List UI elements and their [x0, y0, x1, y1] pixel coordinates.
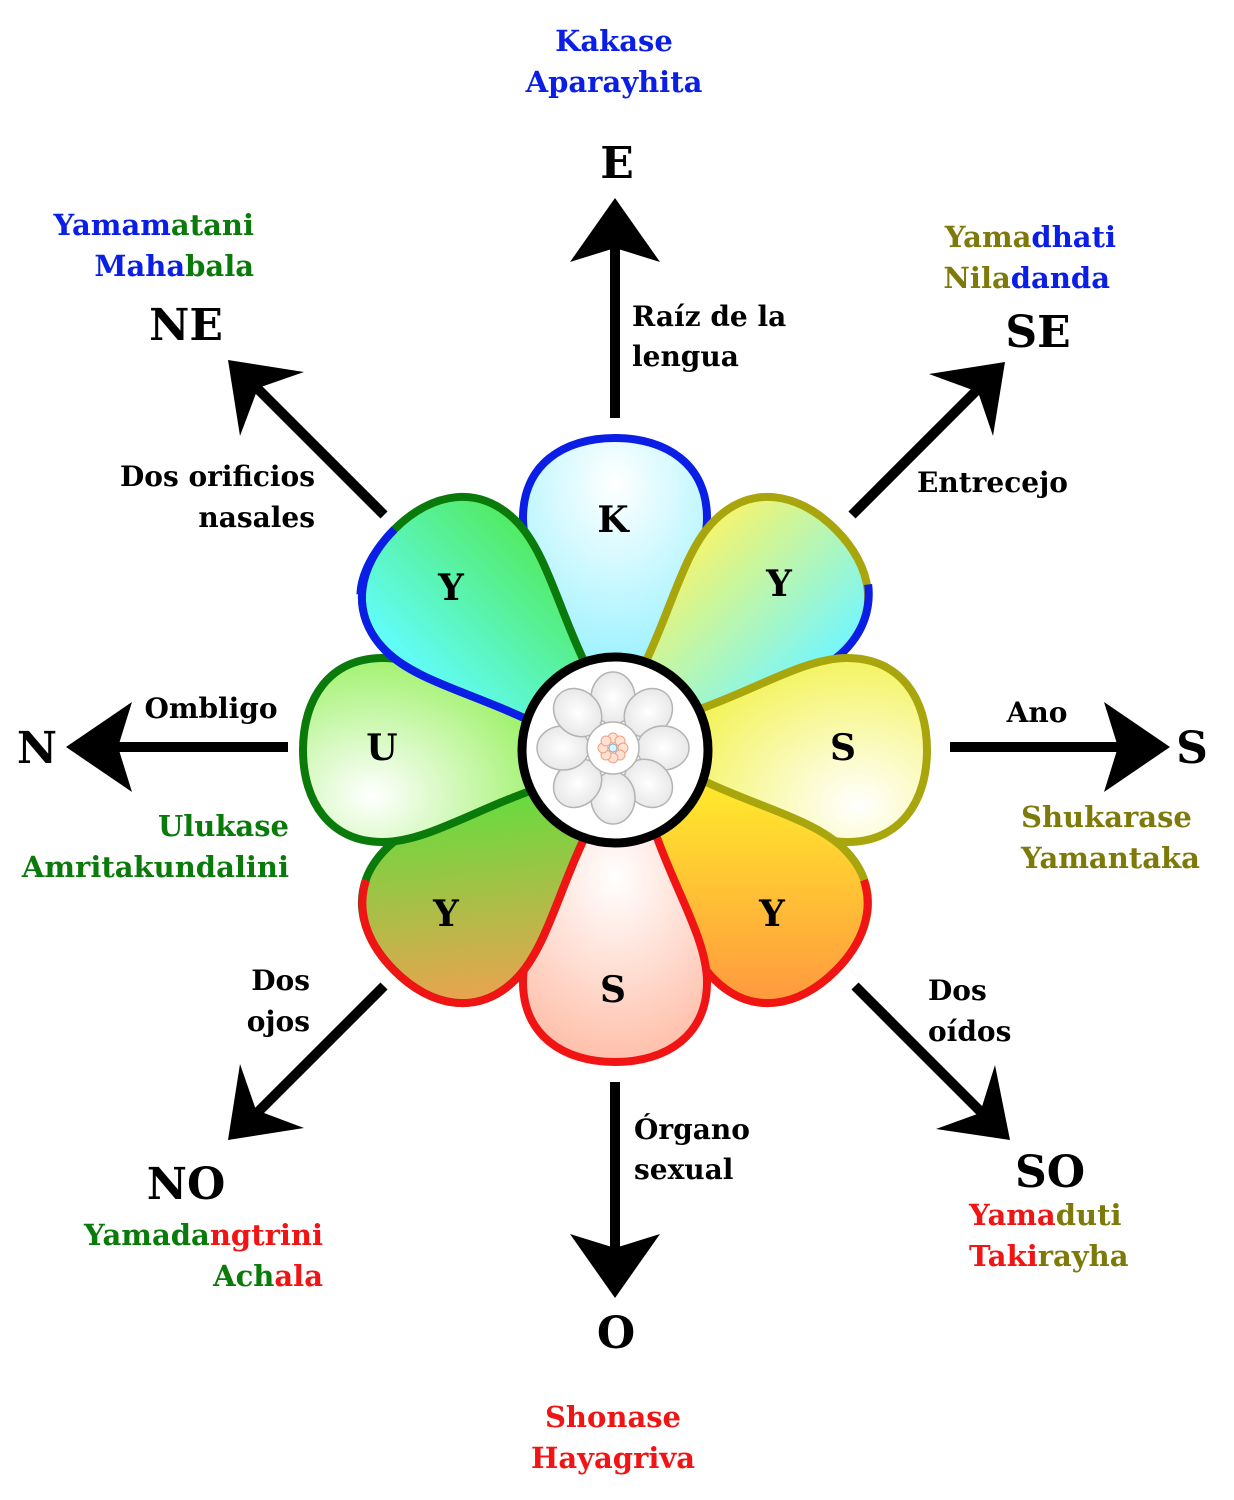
deity-segment: rayha	[1038, 1239, 1129, 1273]
petal-letter-bottom-left: Y	[432, 893, 460, 935]
body-part-bottom-line-1: Órgano	[634, 1112, 750, 1146]
arrow-west	[570, 1082, 660, 1298]
body-part-bottom-left-line-1: Dos	[251, 964, 310, 997]
deity-bottom-left-line-1: Yamadangtrini	[83, 1218, 323, 1252]
direction-se: SE	[1005, 307, 1070, 358]
deity-segment: Shonase	[545, 1400, 681, 1434]
body-part-bottom-right-line-1: Dos	[928, 974, 987, 1007]
deity-bottom-right-line-2: Takirayha	[969, 1239, 1129, 1273]
direction-no: NO	[147, 1159, 226, 1210]
deity-segment: Ulukase	[158, 809, 289, 843]
deity-segment: ala	[274, 1259, 323, 1293]
deity-segment: Yamada	[83, 1218, 210, 1252]
arrow-northeast	[228, 360, 388, 519]
body-part-left-line-1: Ombligo	[144, 692, 277, 725]
deity-segment: Hayagriva	[531, 1441, 695, 1475]
deity-bottom-right-line-1: Yamaduti	[968, 1198, 1122, 1232]
lotus-petals	[298, 433, 932, 1067]
body-part-bottom-line-2: sexual	[634, 1153, 733, 1186]
petal-letters: K Y S Y S Y U Y	[366, 499, 856, 1011]
deity-right-line-2: Yamantaka	[1020, 841, 1200, 875]
deity-top-left-line-1: Yamamatani	[53, 208, 254, 242]
petal-letter-bottom: S	[600, 969, 626, 1011]
deity-segment: bala	[185, 249, 254, 283]
deity-left-line-2: Amritakundalini	[21, 850, 289, 884]
body-part-top-right-line-1: Entrecejo	[917, 466, 1068, 499]
body-part-top-left-line-1: Dos orificios	[120, 460, 315, 493]
deity-right-line-1: Shukarase	[1021, 800, 1192, 834]
arrow-south	[950, 702, 1170, 792]
petal-letter-right: S	[830, 727, 856, 769]
direction-o: O	[597, 1308, 635, 1359]
deity-segment: Aparayhita	[525, 65, 703, 99]
deity-left-line-1: Ulukase	[158, 809, 289, 843]
deity-segment: dhati	[1031, 220, 1116, 254]
direction-arrows	[66, 198, 1170, 1298]
deity-segment: Nila	[943, 261, 1011, 295]
deity-segment: Shukarase	[1021, 800, 1192, 834]
deity-bottom-left-line-2: Achala	[212, 1259, 323, 1293]
deity-segment: atani	[171, 208, 254, 242]
body-part-bottom-right-line-2: oídos	[928, 1015, 1011, 1048]
arrow-northwest	[228, 982, 388, 1140]
deity-top-right-line-1: Yamadhati	[944, 220, 1116, 254]
petal-letter-top: K	[597, 499, 630, 541]
body-part-top-left-line-2: nasales	[198, 501, 315, 534]
deity-bottom-line-2: Hayagriva	[531, 1441, 695, 1475]
arrow-north	[66, 702, 288, 792]
deity-segment: Yama	[968, 1198, 1056, 1232]
deity-top-line-1: Kakase	[555, 24, 673, 58]
petal-top-left	[356, 492, 591, 726]
arrow-southeast	[848, 362, 1005, 519]
deity-segment: danda	[1011, 261, 1110, 295]
direction-ne: NE	[149, 300, 223, 351]
deity-segment: Ach	[212, 1259, 274, 1293]
direction-s: S	[1176, 723, 1208, 774]
body-part-top-line-2: lengua	[632, 340, 739, 373]
body-part-labels: Raíz de la lengua Entrecejo Ano Dos oído…	[120, 300, 1068, 1186]
body-part-top-line-1: Raíz de la	[632, 300, 786, 333]
deity-top-left-line-2: Mahabala	[94, 249, 254, 283]
deity-segment: Kakase	[555, 24, 673, 58]
deity-segment: Yamantaka	[1020, 841, 1200, 875]
deity-bottom-line-1: Shonase	[545, 1400, 681, 1434]
deity-segment: Taki	[969, 1239, 1038, 1273]
petal-letter-left: U	[366, 727, 397, 769]
deity-segment: Maha	[94, 249, 185, 283]
petal-letter-top-right: Y	[765, 563, 793, 605]
arrow-east	[570, 198, 660, 418]
deity-labels: Kakase Aparayhita Yamadhati Niladanda Sh…	[21, 24, 1200, 1475]
body-part-right-line-1: Ano	[1006, 696, 1068, 729]
deity-segment: duti	[1056, 1198, 1122, 1232]
deity-top-right-line-2: Niladanda	[943, 261, 1110, 295]
deity-segment: ngtrini	[210, 1218, 323, 1252]
petal-letter-top-left: Y	[437, 567, 465, 609]
body-part-bottom-left-line-2: ojos	[247, 1005, 310, 1038]
petal-letter-bottom-right: Y	[758, 893, 786, 935]
center-disc	[517, 652, 713, 848]
direction-e: E	[600, 138, 634, 189]
deity-top-line-2: Aparayhita	[525, 65, 703, 99]
direction-so: SO	[1015, 1147, 1085, 1198]
deity-segment: Yama	[944, 220, 1032, 254]
deity-segment: Amritakundalini	[21, 850, 289, 884]
deity-segment: Yamam	[53, 208, 172, 242]
direction-n: N	[17, 723, 57, 774]
mini-flower-icon	[536, 671, 690, 825]
arrow-southwest	[851, 982, 1010, 1140]
direction-labels: E SE S SO O NO N NE	[17, 138, 1208, 1359]
